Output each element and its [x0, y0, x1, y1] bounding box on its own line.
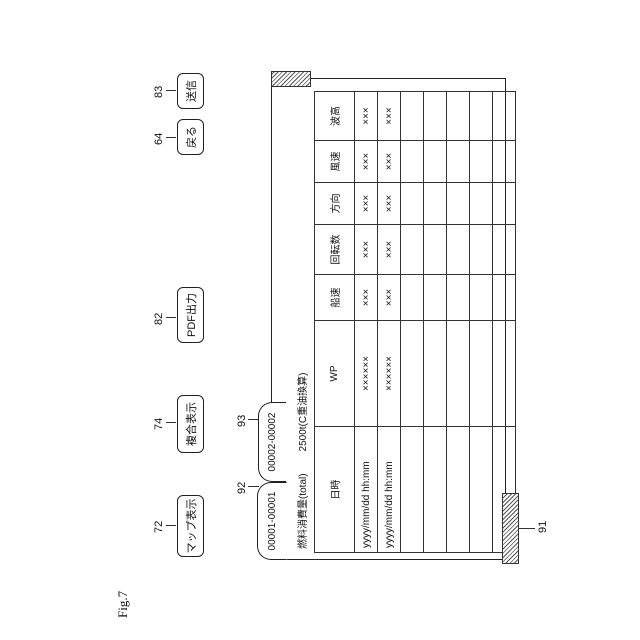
fuel-label: 燃料消費量(total): [298, 473, 309, 549]
table-cell: [447, 141, 470, 183]
fuel-summary: 燃料消費量(total) 2500t(C重油換算): [294, 373, 309, 549]
table-cell: ×××: [355, 225, 378, 275]
table-cell: ×××: [378, 141, 401, 183]
leader-line: [519, 528, 535, 529]
ref-tab-1: 92: [236, 482, 248, 494]
send-button[interactable]: 送信: [177, 73, 204, 109]
table-cell: [401, 225, 424, 275]
map-display-button[interactable]: マップ表示: [177, 495, 204, 557]
table-cell: [424, 92, 447, 141]
table-cell: [424, 141, 447, 183]
ref-pdf-button: 82: [153, 313, 165, 325]
table-cell: ××××××: [355, 321, 378, 427]
pdf-output-button[interactable]: PDF出力: [177, 287, 204, 343]
table-cell: ×××: [355, 275, 378, 321]
table-cell: ×××: [378, 225, 401, 275]
table-cell: yyyy/mm/dd hh:mm: [378, 427, 401, 553]
ref-composite-button: 74: [153, 418, 165, 430]
header-wp: WP: [315, 321, 355, 427]
table-row: [493, 92, 516, 553]
ref-map-button: 72: [153, 521, 165, 533]
table-cell: [493, 275, 516, 321]
table-cell: [447, 321, 470, 427]
tab-00002[interactable]: 00002-00002: [258, 402, 286, 482]
table-cell: [470, 225, 493, 275]
table-row: [470, 92, 493, 553]
table-cell: ×××: [355, 141, 378, 183]
table-cell: ×××: [378, 275, 401, 321]
table-row: yyyy/mm/dd hh:mm×××××××××××××××××××××: [378, 92, 401, 553]
table-cell: [424, 183, 447, 225]
table-cell: [447, 427, 470, 553]
table-cell: [447, 183, 470, 225]
fuel-value: 2500t(C重油換算): [298, 373, 309, 452]
table-cell: [401, 321, 424, 427]
table-cell: ×××: [355, 183, 378, 225]
table-cell: [424, 427, 447, 553]
leader-line: [166, 317, 176, 318]
table-cell: [470, 275, 493, 321]
tab-00001[interactable]: 00001-00001: [257, 482, 287, 560]
table-cell: [401, 275, 424, 321]
header-rpm: 回転数: [315, 225, 355, 275]
table-cell: ×××: [378, 183, 401, 225]
vertical-scrollbar[interactable]: [271, 71, 311, 87]
table-cell: [401, 427, 424, 553]
header-datetime: 日時: [315, 427, 355, 553]
table-cell: [470, 92, 493, 141]
table-cell: [493, 183, 516, 225]
header-ship-speed: 船速: [315, 275, 355, 321]
table-row: yyyy/mm/dd hh:mm×××××××××××××××××××××: [355, 92, 378, 553]
table-cell: [470, 321, 493, 427]
figure-label: Fig.7: [115, 594, 131, 618]
header-wind-speed: 風速: [315, 141, 355, 183]
table-header-row: 日時 WP 船速 回転数 方向 風速 波高: [315, 92, 355, 553]
table-cell: [470, 183, 493, 225]
table-cell: [401, 183, 424, 225]
ref-back-button: 64: [153, 133, 165, 145]
table-cell: [493, 321, 516, 427]
table-cell: [447, 225, 470, 275]
back-button[interactable]: 戻る: [177, 119, 204, 155]
horizontal-scrollbar[interactable]: [502, 493, 519, 564]
table-cell: [493, 225, 516, 275]
header-direction: 方向: [315, 183, 355, 225]
leader-line: [166, 137, 176, 138]
table-cell: [493, 92, 516, 141]
table-body: yyyy/mm/dd hh:mm×××××××××××××××××××××yyy…: [355, 92, 516, 553]
leader-line: [248, 486, 259, 487]
table-cell: [447, 92, 470, 141]
table-row: [401, 92, 424, 553]
log-table: 日時 WP 船速 回転数 方向 風速 波高 yyyy/mm/dd hh:mm××…: [314, 91, 516, 553]
table-cell: yyyy/mm/dd hh:mm: [355, 427, 378, 553]
display-screen: 72 74 82 64 83 マップ表示 複合表示 PDF出力 戻る 送信 92…: [151, 69, 509, 579]
header-wave-height: 波高: [315, 92, 355, 141]
table-cell: [401, 92, 424, 141]
table-cell: [424, 275, 447, 321]
table-cell: [424, 225, 447, 275]
table-cell: [493, 141, 516, 183]
table-cell: [470, 427, 493, 553]
table-cell: [447, 275, 470, 321]
table-cell: ×××: [378, 92, 401, 141]
leader-line: [166, 525, 176, 526]
ref-send-button: 83: [153, 86, 165, 98]
table-cell: [470, 141, 493, 183]
table-cell: ×××: [355, 92, 378, 141]
ref-scrollbar: 91: [537, 521, 549, 533]
composite-display-button[interactable]: 複合表示: [177, 395, 204, 453]
table-row: [424, 92, 447, 553]
ref-tab-2: 93: [236, 415, 248, 427]
table-cell: [401, 141, 424, 183]
leader-line: [166, 90, 176, 91]
table-cell: [424, 321, 447, 427]
leader-line: [166, 422, 176, 423]
table-row: [447, 92, 470, 553]
table-cell: ××××××: [378, 321, 401, 427]
